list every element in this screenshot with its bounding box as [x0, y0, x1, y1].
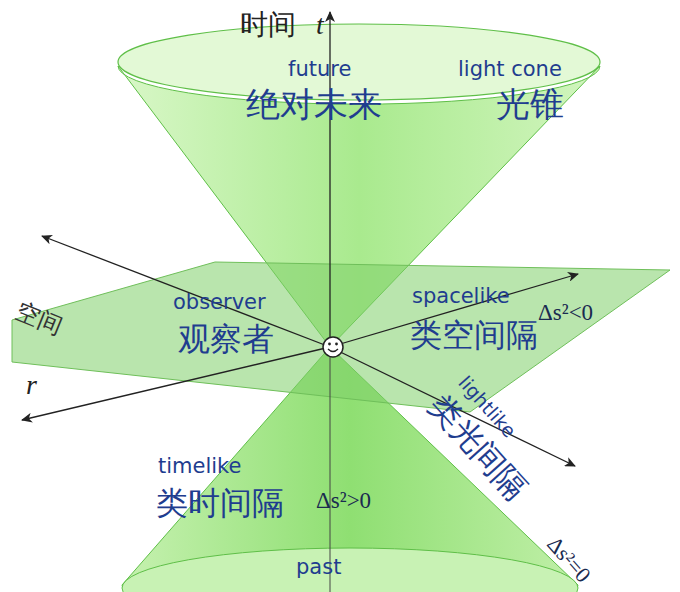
region-label: past	[296, 556, 341, 579]
interval-label: timelike	[158, 455, 241, 478]
interval-formula: Δs²<0	[538, 300, 593, 325]
interval-formula: Δs²>0	[316, 488, 371, 513]
interval-label: 类时间隔	[156, 486, 284, 521]
axis-name: 时间	[240, 10, 296, 41]
region-label: future	[288, 58, 351, 81]
observer-label: 观察者	[178, 322, 274, 357]
interval-label: spacelike	[412, 285, 510, 308]
axis-symbol: r	[26, 370, 37, 401]
interval-label: 类空间隔	[410, 318, 538, 353]
observer-label: observer	[173, 291, 266, 314]
cone-label: 光锥	[496, 86, 564, 123]
cone-label: light cone	[458, 58, 562, 81]
region-label: 绝对未来	[246, 86, 382, 123]
axis-symbol: t	[316, 10, 324, 41]
